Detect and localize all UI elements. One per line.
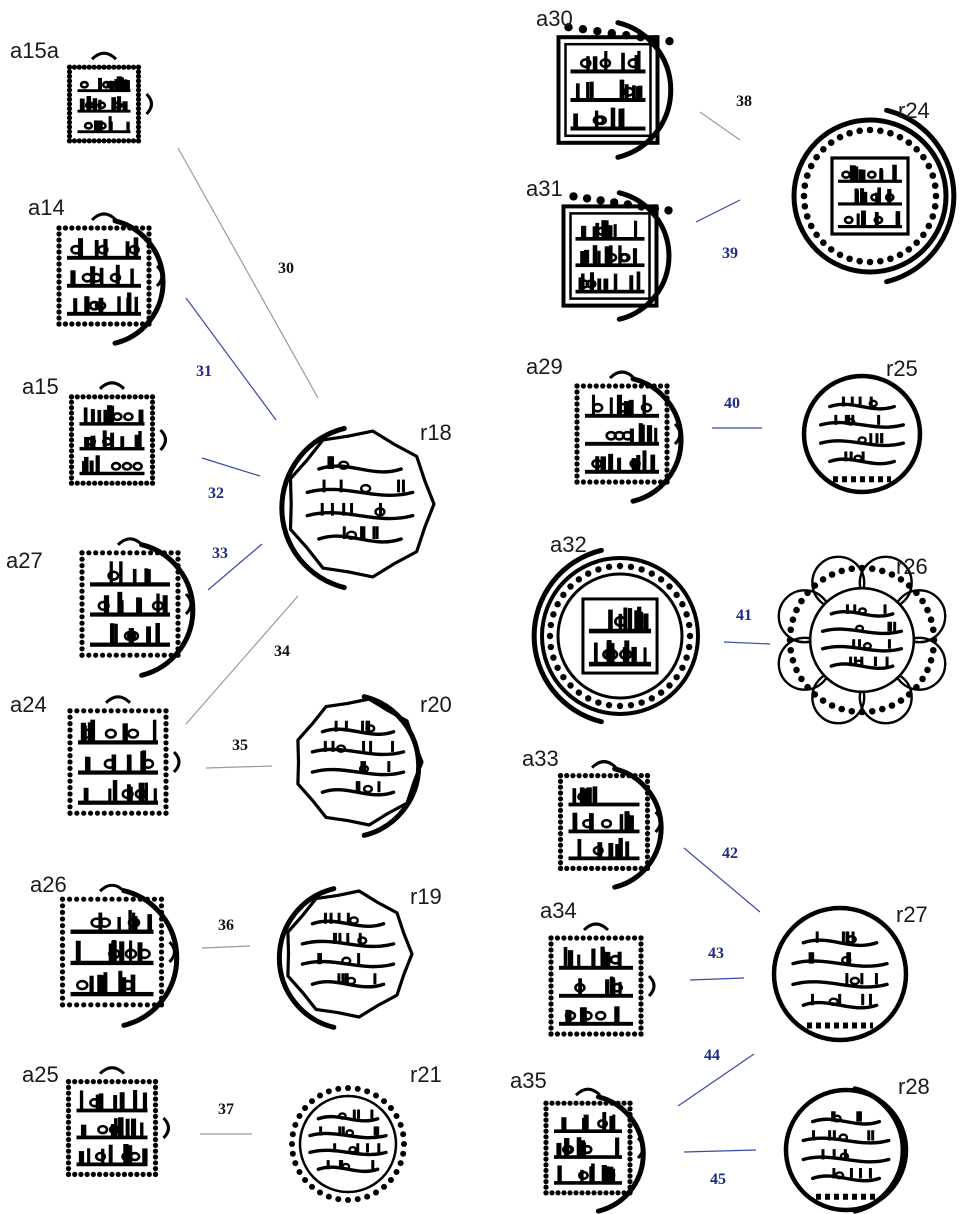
coin-label-a25: a25 xyxy=(22,1062,59,1087)
coin-label-a32: a32 xyxy=(550,532,587,557)
coin-label-r27: r27 xyxy=(896,902,928,927)
die-link-45: 45 xyxy=(684,1150,756,1188)
die-link-40: 40 xyxy=(712,395,762,428)
link-line-34 xyxy=(186,596,298,724)
coin-label-r25: r25 xyxy=(886,356,918,381)
die-link-42: 42 xyxy=(684,845,760,912)
die-link-37: 37 xyxy=(200,1101,252,1134)
die-link-41: 41 xyxy=(724,607,770,644)
die-link-31: 31 xyxy=(186,298,276,420)
obverse-coin-a26 xyxy=(60,885,177,1025)
coin-label-r20: r20 xyxy=(420,692,452,717)
obverse-coin-a27 xyxy=(79,539,192,675)
reverse-coin-r21 xyxy=(289,1085,407,1203)
link-number-33: 33 xyxy=(212,545,228,562)
link-number-45: 45 xyxy=(710,1171,726,1188)
reverse-coin-r24 xyxy=(794,110,954,281)
obverse-coin-a14 xyxy=(56,214,163,343)
die-link-35: 35 xyxy=(206,737,272,768)
reverse-coin-r20 xyxy=(298,697,422,836)
reverse-coin-r28 xyxy=(786,1089,906,1211)
obverse-coin-a31 xyxy=(564,192,673,319)
obverse-coin-a34 xyxy=(548,924,654,1037)
coin-label-a30: a30 xyxy=(536,6,573,31)
link-line-30 xyxy=(178,148,318,398)
coin-label-r28: r28 xyxy=(898,1074,930,1099)
coin-label-r18: r18 xyxy=(420,420,452,445)
link-line-32 xyxy=(202,458,260,476)
coin-label-a31: a31 xyxy=(526,176,563,201)
link-number-36: 36 xyxy=(218,917,234,934)
link-number-37: 37 xyxy=(218,1101,234,1118)
reverse-coin-r25 xyxy=(804,376,920,492)
link-number-35: 35 xyxy=(232,737,248,754)
link-line-45 xyxy=(684,1150,756,1152)
obverse-coin-a15 xyxy=(69,383,166,486)
coin-label-a24: a24 xyxy=(10,692,47,717)
coin-drawings xyxy=(56,23,953,1212)
obverse-coin-a30 xyxy=(559,23,674,158)
obverse-coin-a33 xyxy=(558,762,661,888)
coin-label-r26: r26 xyxy=(896,554,928,579)
link-line-36 xyxy=(202,946,250,948)
link-number-44: 44 xyxy=(704,1047,720,1064)
obverse-coin-a29 xyxy=(574,372,681,501)
link-line-35 xyxy=(206,766,272,768)
link-number-42: 42 xyxy=(722,845,738,862)
coin-label-a15: a15 xyxy=(22,374,59,399)
coin-label-a33: a33 xyxy=(522,746,559,771)
link-number-34: 34 xyxy=(274,643,290,660)
obverse-coin-a15a xyxy=(67,53,152,143)
die-link-39: 39 xyxy=(696,200,740,262)
link-line-31 xyxy=(186,298,276,420)
coin-label-a29: a29 xyxy=(526,354,563,379)
obverse-coin-a24 xyxy=(67,697,179,816)
reverse-coin-r27 xyxy=(774,908,906,1040)
coin-label-a34: a34 xyxy=(540,898,577,923)
link-number-30: 30 xyxy=(278,260,294,277)
link-line-39 xyxy=(696,200,740,222)
link-number-43: 43 xyxy=(708,945,724,962)
link-line-38 xyxy=(700,112,740,140)
die-link-34: 34 xyxy=(186,596,298,724)
coin-label-a26: a26 xyxy=(30,872,67,897)
obverse-coin-a25 xyxy=(66,1068,169,1177)
reverse-coin-r26 xyxy=(779,557,945,723)
coin-label-a35: a35 xyxy=(510,1068,547,1093)
coin-label-r24: r24 xyxy=(898,98,930,123)
link-number-40: 40 xyxy=(724,395,740,412)
link-number-38: 38 xyxy=(736,93,752,110)
reverse-coin-r18 xyxy=(282,428,434,587)
die-link-38: 38 xyxy=(700,93,752,140)
link-number-32: 32 xyxy=(208,485,224,502)
die-link-33: 33 xyxy=(208,544,262,590)
coin-label-a15a: a15a xyxy=(10,38,60,63)
coin-label-r19: r19 xyxy=(410,884,442,909)
link-line-43 xyxy=(690,978,744,980)
link-number-41: 41 xyxy=(736,607,752,624)
die-link-43: 43 xyxy=(690,945,744,980)
obverse-coin-a35 xyxy=(543,1089,643,1211)
link-line-41 xyxy=(724,642,770,644)
link-number-31: 31 xyxy=(196,363,212,380)
die-link-36: 36 xyxy=(202,917,250,948)
obverse-coin-a32 xyxy=(534,550,698,721)
coin-label-a14: a14 xyxy=(28,195,65,220)
die-link-32: 32 xyxy=(202,458,260,502)
coin-label-a27: a27 xyxy=(6,548,43,573)
reverse-coin-r19 xyxy=(279,889,412,1028)
die-link-30: 30 xyxy=(178,148,318,398)
coin-label-r21: r21 xyxy=(410,1062,442,1087)
link-number-39: 39 xyxy=(722,245,738,262)
die-link-44: 44 xyxy=(678,1047,754,1106)
